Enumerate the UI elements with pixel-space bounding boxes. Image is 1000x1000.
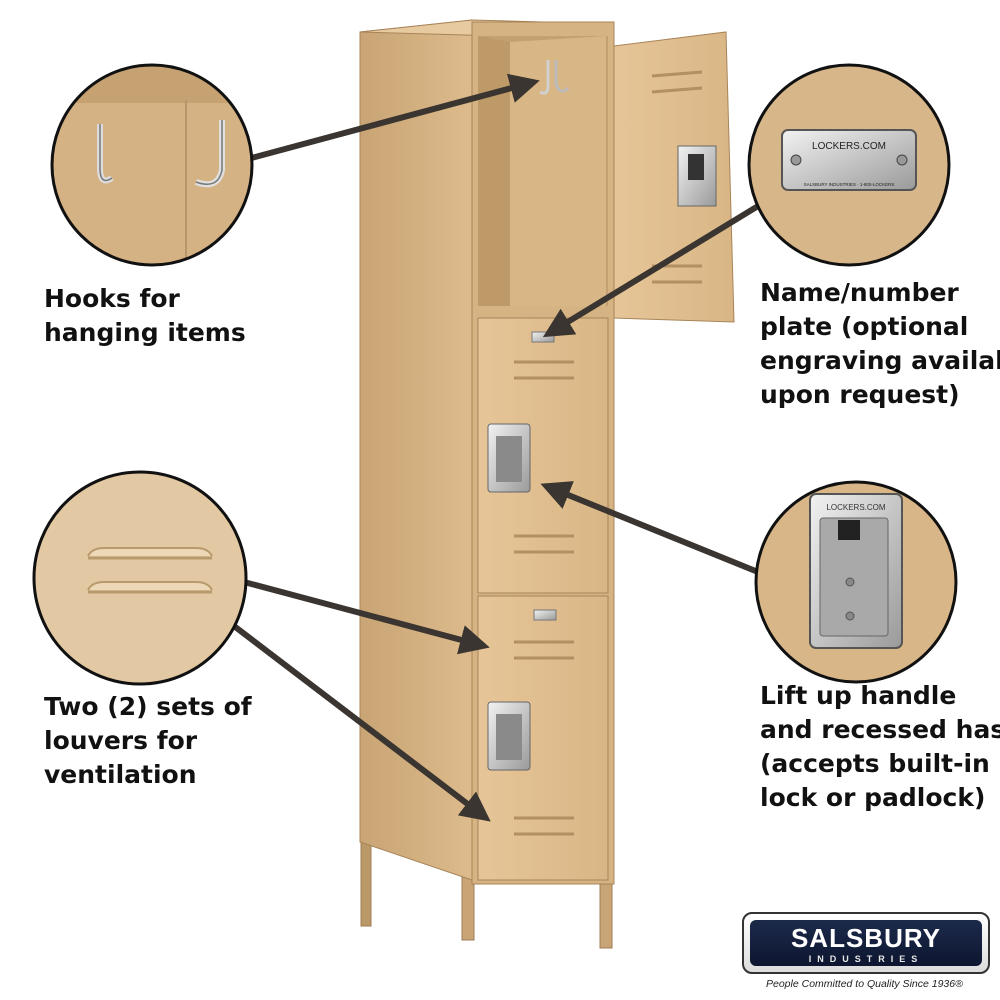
locker — [359, 19, 735, 949]
brand-name: SALSBURY — [790, 923, 942, 953]
caption-handle: Lift up handle and recessed hasp (accept… — [760, 679, 1000, 815]
middle-louvers — [514, 360, 574, 554]
caption-line: Name/number — [760, 278, 959, 307]
plate-bottom-text: SALSBURY INDUSTRIES · 1-800-LOCKERS — [804, 182, 895, 187]
brand-logo: SALSBURY INDUSTRIES — [742, 912, 990, 974]
brand-tagline: People Committed to Quality Since 1936® — [766, 978, 963, 990]
brand-logo-plate: SALSBURY INDUSTRIES — [750, 920, 982, 966]
detail-hooks — [50, 63, 254, 267]
caption-line: ventilation — [44, 760, 197, 789]
caption-line: engraving available — [760, 346, 1000, 375]
detail-louvers — [32, 470, 248, 686]
bottom-number-plate — [533, 609, 557, 621]
caption-louvers: Two (2) sets of louvers for ventilation — [44, 690, 252, 792]
name-plate-image — [781, 129, 917, 191]
caption-line: plate (optional — [760, 312, 969, 341]
arrow-louvers-upper — [243, 579, 490, 655]
caption-line: lock or padlock) — [760, 783, 986, 812]
caption-line: hanging items — [44, 318, 246, 347]
locker-side-panel — [359, 19, 473, 881]
door-louver-top — [651, 70, 703, 284]
caption-line: Hooks for — [44, 284, 180, 313]
caption-line: Lift up handle — [760, 681, 957, 710]
arrow-plate — [542, 197, 770, 338]
brand-sub: INDUSTRIES — [808, 954, 924, 964]
arrow-handle — [540, 481, 760, 575]
caption-line: and recessed hasp — [760, 715, 1000, 744]
arrow-louvers-lower — [232, 623, 491, 822]
compartment-left-wall — [478, 36, 510, 306]
louver-icon — [87, 547, 213, 557]
handle-stamp-text: LOCKERS.COM — [826, 503, 885, 512]
caption-line: (accepts built-in — [760, 749, 990, 778]
caption-hooks: Hooks for hanging items — [44, 282, 246, 350]
caption-line: Two (2) sets of — [44, 692, 252, 721]
inside-hook — [539, 60, 550, 95]
caption-line: upon request) — [760, 380, 960, 409]
plate-top-text: LOCKERS.COM — [812, 141, 886, 152]
bottom-louvers — [514, 640, 574, 836]
compartment-back-wall — [510, 36, 606, 306]
open-upper-door — [613, 31, 735, 323]
detail-name-plate: LOCKERS.COM SALSBURY INDUSTRIES · 1-800-… — [747, 63, 951, 267]
arrow-hooks — [243, 73, 540, 163]
caption-name-plate: Name/number plate (optional engraving av… — [760, 276, 1000, 412]
detail-handle: LOCKERS.COM — [754, 480, 958, 684]
caption-line: louvers for — [44, 726, 198, 755]
callout-arrows — [232, 73, 770, 822]
